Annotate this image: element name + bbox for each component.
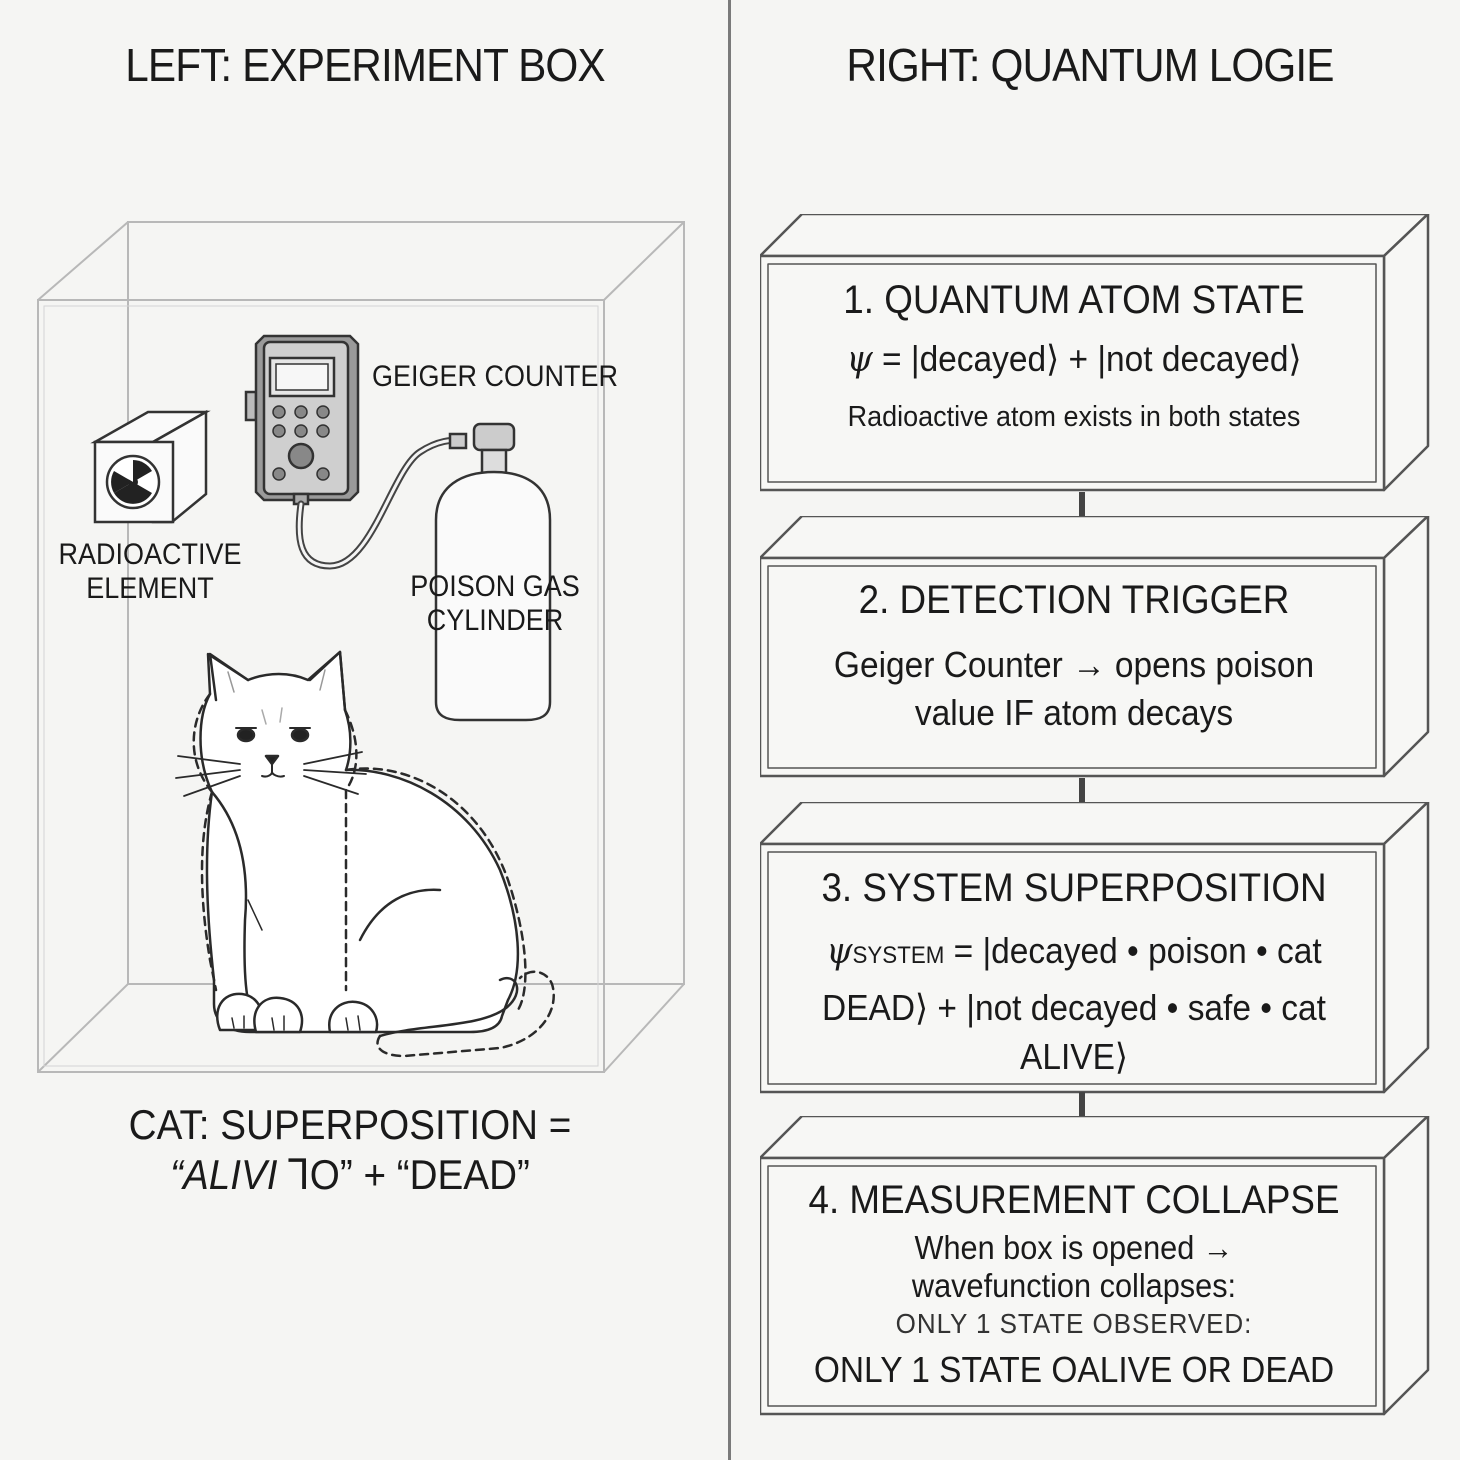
step-3-line-1-text: = |decayed • poison • cat xyxy=(944,930,1322,971)
right-panel-title: RIGHT: QUANTUM LOGIE xyxy=(846,39,1334,91)
geiger-counter-label: GEIGER COUNTER xyxy=(372,360,619,393)
step-quantum-atom-state: 1. QUANTUM ATOM STATE ψ = |decayed⟩ + |n… xyxy=(760,214,1430,494)
poison-gas-cylinder-label: POISON GAS CYLINDER xyxy=(392,570,599,638)
step-3-line-3: ALIVE⟩ xyxy=(1020,1036,1128,1077)
cat-superposition-caption: CAT: SUPERPOSITION = “ALIVI ꞀO” + “DEAD” xyxy=(92,1100,607,1200)
step-2-line-2: value IF atom decays xyxy=(914,692,1234,733)
geiger-counter-icon xyxy=(244,334,360,506)
poison-label-line-1: POISON GAS xyxy=(410,570,580,603)
step-1-frame xyxy=(760,214,1430,492)
caption-line-2: “ALIVI ꞀO” + “DEAD” xyxy=(92,1150,607,1200)
step-1-equation-text: = |decayed⟩ + |not decayed⟩ xyxy=(872,338,1302,379)
step-1-note: Radioactive atom exists in both states xyxy=(847,401,1301,433)
step-system-superposition: 3. SYSTEM SUPERPOSITION ψSYSTEM = |decay… xyxy=(760,802,1430,1094)
caption-dead-text: ” + “DEAD” xyxy=(339,1151,530,1198)
step-detection-trigger: 2. DETECTION TRIGGER Geiger Counter → op… xyxy=(760,516,1430,778)
step-2-heading: 2. DETECTION TRIGGER xyxy=(858,578,1290,622)
step-4-heading: 4. MEASUREMENT COLLAPSE xyxy=(808,1178,1340,1222)
radioactive-element-icon xyxy=(90,409,211,524)
step-2-frame xyxy=(760,516,1430,778)
cat-illustration xyxy=(175,650,555,1058)
step-measurement-collapse: 4. MEASUREMENT COLLAPSE When box is open… xyxy=(760,1116,1430,1416)
experiment-box-illustration xyxy=(37,221,685,1073)
radioactive-label-line-1: RADIOACTIVE xyxy=(58,538,242,571)
caption-garbled-text: ꞀO xyxy=(288,1151,340,1198)
step-3-frame xyxy=(760,802,1430,1094)
step-3-heading: 3. SYSTEM SUPERPOSITION xyxy=(821,866,1327,910)
step-4-frame xyxy=(760,1116,1430,1416)
step-4-line-4: ONLY 1 STATE OALIVE OR DEAD xyxy=(813,1349,1335,1390)
poison-gas-cylinder-icon xyxy=(434,422,552,722)
panel-divider xyxy=(728,0,731,1460)
step-4-line-3: ONLY 1 STATE OBSERVED: xyxy=(895,1308,1253,1339)
step-1-equation: ψ = |decayed⟩ + |not decayed⟩ xyxy=(789,335,1358,384)
step-4-line-2: wavefunction collapses: xyxy=(911,1267,1237,1304)
left-panel-title: LEFT: EXPERIMENT BOX xyxy=(125,39,605,91)
psi-symbol: ψ xyxy=(846,339,873,380)
step-3-line-2: DEAD⟩ + |not decayed • safe • cat xyxy=(822,987,1326,1028)
step-3-line-1: ψSYSTEM = |decayed • poison • cat xyxy=(789,925,1358,982)
step-1-heading: 1. QUANTUM ATOM STATE xyxy=(843,278,1305,322)
radioactive-element-label: RADIOACTIVE ELEMENT xyxy=(42,538,258,606)
poison-label-line-2: CYLINDER xyxy=(426,604,564,637)
step-4-line-1: When box is opened → xyxy=(914,1229,1234,1266)
radioactive-label-line-2: ELEMENT xyxy=(86,572,214,605)
caption-alive-text: “ALIVI xyxy=(170,1151,289,1198)
psi-subscript: SYSTEM xyxy=(852,942,945,969)
caption-line-1: CAT: SUPERPOSITION = xyxy=(128,1101,572,1148)
step-2-line-1: Geiger Counter → opens poison xyxy=(833,644,1315,685)
psi-symbol: ψ xyxy=(826,931,853,972)
